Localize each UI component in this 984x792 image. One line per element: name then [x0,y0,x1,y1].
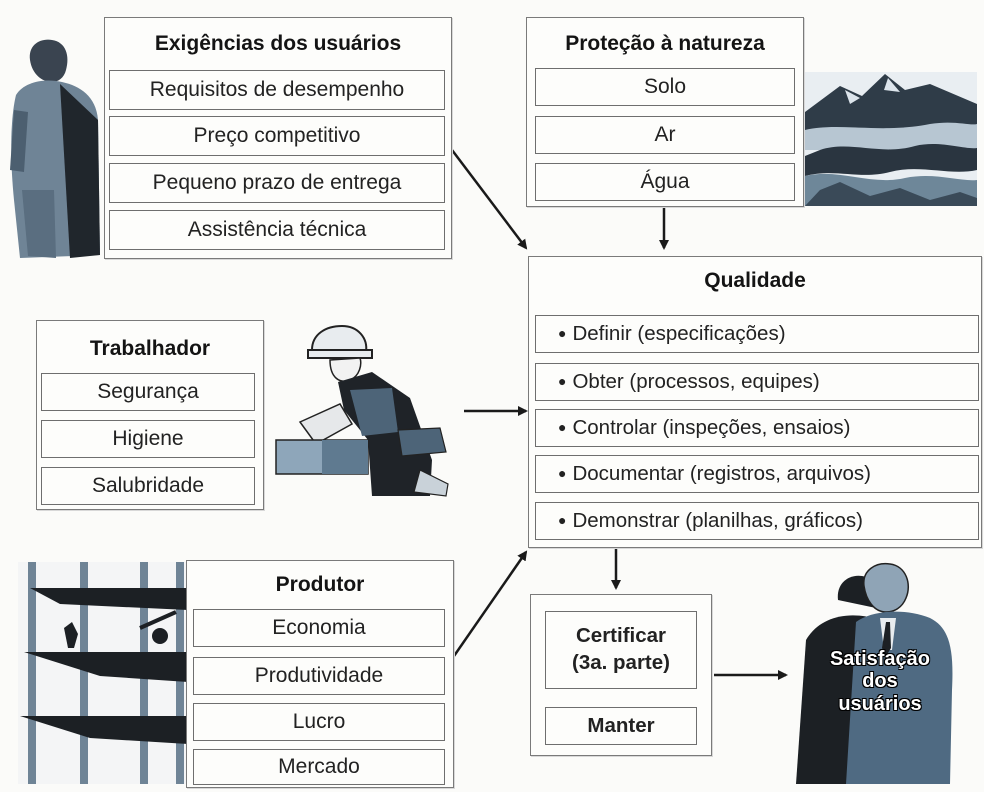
worker-panel: Trabalhador Segurança Higiene Salubridad… [36,320,264,510]
list-item: Economia [193,609,445,647]
panel-title: Exigências dos usuários [154,32,402,55]
maintain-box: Manter [545,707,697,745]
satisfaction-label: Satisfação dos usuários [800,648,960,715]
producer-panel: Produtor Economia Produtividade Lucro Me… [186,560,454,788]
satisfaction-line1: Satisfação [829,648,931,670]
quality-panel: Qualidade ● Definir (especificações) ● Obt… [528,256,982,548]
certify-panel: Certificar (3a. parte) Manter [530,594,712,756]
list-item-label: Demonstrar (planilhas, gráficos) [572,509,863,532]
bullet-icon: ● [558,419,567,435]
list-item-label: Controlar (inspeções, ensaios) [572,416,851,439]
list-item: Produtividade [193,657,445,695]
list-item: ● Controlar (inspeções, ensaios) [535,409,979,447]
building-scaffold-icon [18,562,188,784]
list-item: Água [535,163,795,201]
mountain-landscape-icon [805,72,977,206]
list-item-label: Obter (processos, equipes) [572,370,820,393]
bullet-icon: ● [558,465,567,481]
list-item: Lucro [193,703,445,741]
list-item: Salubridade [41,467,255,505]
list-item: ● Demonstrar (planilhas, gráficos) [535,502,979,540]
list-item: ● Definir (especificações) [535,315,979,353]
list-item: ● Obter (processos, equipes) [535,363,979,401]
arrow-producer-to-quality [452,550,528,657]
list-item: Mercado [193,749,445,785]
list-item: Higiene [41,420,255,458]
list-item: ● Documentar (registros, arquivos) [535,455,979,493]
list-item: Requisitos de desempenho [109,70,445,110]
satisfied-users-icon [796,562,953,784]
list-item-label: Definir (especificações) [572,322,786,345]
list-item: Pequeno prazo de entrega [109,163,445,203]
certify-label: Certificar [575,624,666,648]
bullet-icon: ● [558,325,567,341]
nature-protection-panel: Proteção à natureza Solo Ar Água [526,17,804,207]
list-item: Assistência técnica [109,210,445,250]
list-item: Segurança [41,373,255,411]
satisfaction-line2: dos [862,670,898,693]
construction-worker-icon [275,324,449,497]
list-item: Preço competitivo [109,116,445,156]
arrows [451,149,788,680]
standing-man-icon [10,39,100,258]
panel-title: Produtor [275,573,365,596]
panel-title: Trabalhador [89,337,211,360]
satisfaction-line3: usuários [838,692,922,715]
list-item: Ar [535,116,795,154]
certify-sublabel: (3a. parte) [572,651,670,674]
panel-title: Qualidade [704,269,806,292]
arrow-users-to-quality [451,149,528,250]
bullet-icon: ● [558,373,567,389]
bullet-icon: ● [558,512,567,528]
list-item-label: Documentar (registros, arquivos) [572,462,871,485]
users-requirements-panel: Exigências dos usuários Requisitos de de… [104,17,452,259]
list-item: Solo [535,68,795,106]
panel-title: Proteção à natureza [565,32,765,55]
certify-box: Certificar (3a. parte) [545,611,697,689]
